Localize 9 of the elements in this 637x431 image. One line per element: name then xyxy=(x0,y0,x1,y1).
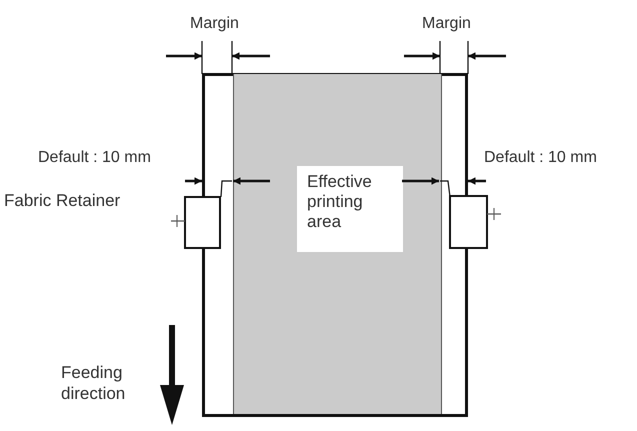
direction-label: Feeding direction xyxy=(61,362,126,404)
dimension-label: Margin xyxy=(190,14,239,33)
dimension-label: Default : 10 mm xyxy=(38,148,151,167)
dimension-label: Margin xyxy=(422,14,471,33)
printing-area xyxy=(233,74,442,414)
fabric-sheet xyxy=(202,73,468,417)
area-label: Effective printing area xyxy=(297,166,403,252)
part-label: Fabric Retainer xyxy=(4,191,120,210)
dimension-label: Default : 10 mm xyxy=(484,148,597,167)
